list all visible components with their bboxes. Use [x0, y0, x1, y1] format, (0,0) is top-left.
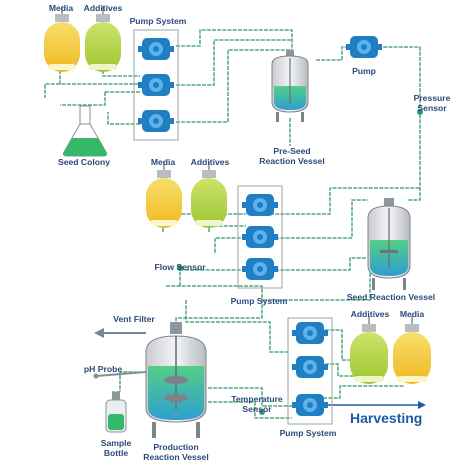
bag-icon	[85, 6, 121, 72]
temperature-sensor-label-line1: Temperature	[231, 394, 283, 404]
additives-label-1: Additives	[83, 3, 123, 13]
bag-icon	[44, 6, 80, 72]
sample-bottle-label-line2: Bottle	[103, 448, 129, 458]
pump-system-box-2	[237, 185, 283, 289]
ph-probe-icon	[93, 371, 147, 379]
pre-seed-label-line1: Pre-Seed	[273, 146, 311, 156]
production-vessel-label-line2: Reaction Vessel	[143, 452, 209, 462]
pump-system-label-1: Pump System	[129, 16, 187, 26]
sample-bottle-label-line1: Sample	[100, 438, 132, 448]
pump-system-label-3: Pump System	[279, 428, 337, 438]
flask-icon	[62, 105, 108, 157]
pressure-sensor-label-line2: Sensor	[417, 103, 447, 113]
pump-icon	[346, 36, 382, 58]
vent-filter-arrow-icon	[94, 328, 104, 338]
temperature-sensor-label-line2: Sensor	[242, 404, 272, 414]
seed-reaction-vessel-label: Seed Reaction Vessel	[346, 292, 436, 302]
flow-sensor-label: Flow Sensor	[154, 262, 206, 272]
reaction-vessel-icon	[145, 322, 207, 438]
pump-system-box-3	[287, 317, 333, 425]
sample-bottle-icon	[105, 392, 127, 433]
sensor-icon	[417, 109, 423, 115]
sensor-icon	[259, 409, 265, 415]
media-label-3: Media	[399, 309, 425, 319]
pump-system-label-2: Pump System	[230, 296, 288, 306]
pressure-sensor-label-line1: Pressure	[413, 93, 451, 103]
ph-probe-label: pH Probe	[83, 364, 123, 374]
additives-label-3: Additives	[350, 309, 390, 319]
pump-system-box-1	[133, 29, 179, 141]
pump-icon	[292, 356, 328, 378]
media-label-2: Media	[150, 157, 176, 167]
bag-icon	[350, 316, 388, 384]
additives-label-2: Additives	[190, 157, 230, 167]
pump-label: Pump	[352, 66, 376, 76]
reaction-vessel-icon	[367, 198, 411, 290]
harvest-arrow-icon	[418, 401, 426, 409]
pump-icon	[292, 322, 328, 344]
vent-filter-label: Vent Filter	[113, 314, 155, 324]
pump-icon	[138, 74, 174, 96]
pump-icon	[242, 194, 278, 216]
piping	[44, 29, 421, 419]
bag-icon	[146, 162, 182, 228]
pre-seed-label-line2: Reaction Vessel	[259, 156, 325, 166]
seed-colony-label: Seed Colony	[57, 157, 111, 167]
pump-icon	[242, 258, 278, 280]
pump-icon	[138, 110, 174, 132]
bag-icon	[191, 162, 227, 228]
bag-icon	[393, 316, 431, 384]
sensor-icon	[177, 265, 183, 271]
harvesting-label: Harvesting	[350, 410, 423, 426]
pump-icon	[242, 226, 278, 248]
reaction-vessel-icon	[271, 50, 309, 122]
pump-icon	[292, 394, 328, 416]
production-vessel-label-line1: Production	[153, 442, 199, 452]
pump-icon	[138, 38, 174, 60]
media-label-1: Media	[48, 3, 74, 13]
